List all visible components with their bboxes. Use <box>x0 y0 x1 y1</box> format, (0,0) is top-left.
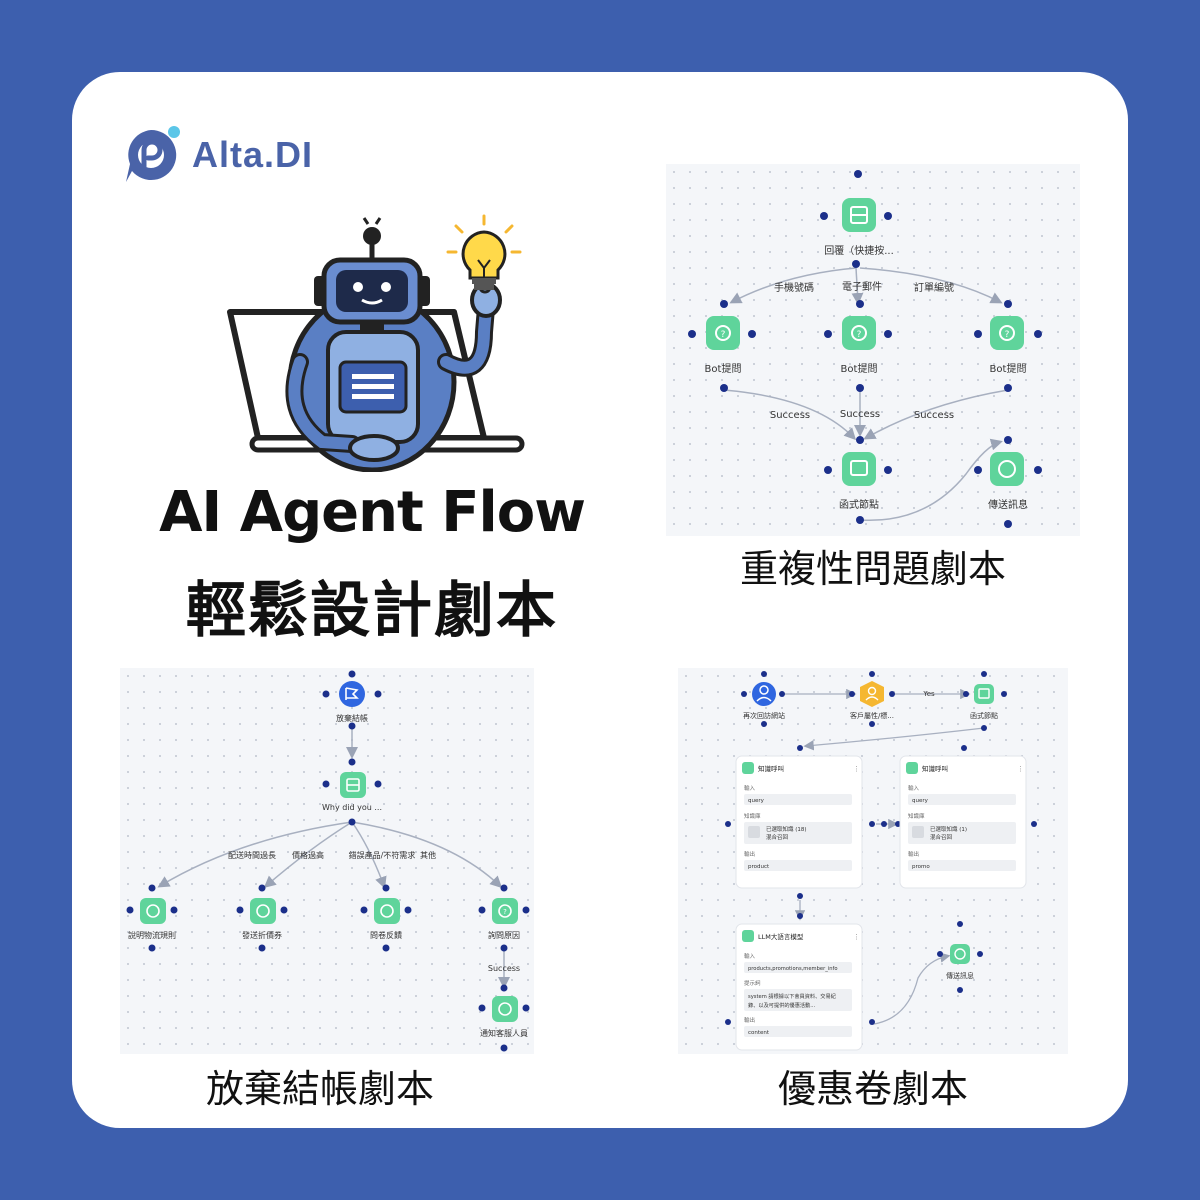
kb-right-input-label: 輸入 <box>908 784 920 792</box>
kb-left-store-sub: 混合召回 <box>766 833 789 841</box>
node-label-bot-2: Bot提問 <box>841 363 878 375</box>
brand-logo-icon <box>126 126 180 182</box>
node-function: 函式節點 <box>970 684 998 720</box>
svg-text:⋮: ⋮ <box>853 933 860 941</box>
llm-output-value: content <box>748 1030 770 1036</box>
node-ask-reason: ? 詢問原因 <box>488 898 520 940</box>
edge-label-high-price: 價格過高 <box>292 850 324 860</box>
kb-left-output-value: product <box>748 864 770 870</box>
llm-output-label: 輸出 <box>744 1016 755 1024</box>
hero-title: AI Agent Flow <box>159 480 586 545</box>
caption-repeat: 重複性問題劇本 <box>739 547 1006 591</box>
llm-card: LLM大語言模型 ⋮ 輸入 products,promotions,member… <box>735 923 863 1051</box>
node-shipping-rules: 說明物流規則 <box>128 898 176 940</box>
node-bot-question-2: ? Bot提問 <box>841 316 878 375</box>
node-label-notify: 通知客服人員 <box>480 1028 528 1038</box>
caption-checkout: 放棄結帳劇本 <box>205 1067 434 1111</box>
node-why-question: Why did you ... <box>322 772 382 812</box>
flow-panel-coupon: 再次回訪網站 客戶屬性/標... Yes 函式節點 知識呼叫 ⋮ 輸入 <box>678 668 1068 1054</box>
node-label-send: 傳送訊息 <box>988 498 1028 511</box>
node-survey-feedback: 問卷反饋 <box>370 898 402 940</box>
kb-left-title: 知識呼叫 <box>758 764 784 773</box>
node-quick-reply: 回覆（快捷按... <box>824 198 894 257</box>
kb-right-store-text: 已選取知識 (1) <box>930 825 967 833</box>
brand-name: Alta.DI <box>192 134 314 175</box>
node-send-message: 傳送訊息 <box>988 452 1028 511</box>
flow-diagram-checkout: 放棄結帳 Why did you ... 配送時間過長 價格過高 錯誤產品/不符… <box>126 670 530 1052</box>
kb-left-input-value: query <box>748 798 765 804</box>
edge-label-success: Success <box>488 964 520 973</box>
caption-coupon: 優惠卷劇本 <box>777 1067 968 1111</box>
flow-panel-repeat: 回覆（快捷按... 手機號碼 電子郵件 訂單編號 ? Bot提問 ? Bot提問… <box>666 164 1080 536</box>
edge-label-phone: 手機號碼 <box>774 281 814 294</box>
edge-label-success-2: Success <box>840 409 880 420</box>
kb-right-input-value: query <box>912 798 929 804</box>
kb-right-store-sub: 混合召回 <box>930 833 953 841</box>
knowledge-card-left: 知識呼叫 ⋮ 輸入 query 知識庫 已選取知識 (18) 混合召回 輸出 p… <box>735 755 863 889</box>
edge-label-success-3: Success <box>914 410 954 421</box>
node-label-revisit: 再次回訪網站 <box>743 711 785 720</box>
kb-left-output-label: 輸出 <box>744 850 755 858</box>
llm-input-label: 輸入 <box>744 952 756 960</box>
node-label-why: Why did you ... <box>322 803 382 812</box>
svg-text:?: ? <box>857 330 862 340</box>
node-label-shipping: 說明物流規則 <box>128 930 176 940</box>
kb-left-store-text: 已選取知識 (18) <box>766 825 807 833</box>
node-label-abandon: 放棄結帳 <box>336 713 368 723</box>
node-label-ask-reason: 詢問原因 <box>488 930 520 940</box>
port-dots <box>688 170 1042 528</box>
edge-label-slow-delivery: 配送時間過長 <box>228 850 276 860</box>
node-label-bot-1: Bot提問 <box>705 363 742 375</box>
svg-text:?: ? <box>721 330 726 340</box>
llm-prompt-line2: 錄、以及可提供的優惠活動... <box>748 1001 816 1009</box>
flow-panel-checkout: 放棄結帳 Why did you ... 配送時間過長 價格過高 錯誤產品/不符… <box>120 668 534 1054</box>
node-customer-attribute: 客戶屬性/標... <box>850 681 894 720</box>
svg-text:⋮: ⋮ <box>1017 765 1024 773</box>
node-label-function: 函式節點 <box>839 498 879 511</box>
node-bot-question-3: ? Bot提問 <box>990 316 1027 375</box>
edge-label-wrong-product: 錯誤產品/不符需求 <box>349 850 416 860</box>
edge-label-other: 其他 <box>420 850 436 860</box>
node-label-send: 傳送訊息 <box>946 971 974 980</box>
llm-prompt-line1: system 請根據以下會員資料、交易紀 <box>748 992 836 1000</box>
llm-input-value: products,promotions,member_info <box>748 966 838 972</box>
llm-prompt-label: 提示詞 <box>744 979 761 987</box>
lightbulb-icon <box>446 214 522 290</box>
kb-right-output-label: 輸出 <box>908 850 919 858</box>
svg-text:?: ? <box>503 908 507 916</box>
hero-subtitle: 輕鬆設計劇本 <box>186 576 558 646</box>
node-send-message: 傳送訊息 <box>946 944 974 980</box>
knowledge-card-right: 知識呼叫 ⋮ 輸入 query 知識庫 已選取知識 (1) 混合召回 輸出 pr… <box>899 755 1027 889</box>
node-abandon-checkout: 放棄結帳 <box>336 681 368 723</box>
kb-left-input-label: 輸入 <box>744 784 756 792</box>
flow-diagram-repeat: 回覆（快捷按... 手機號碼 電子郵件 訂單編號 ? Bot提問 ? Bot提問… <box>688 170 1042 528</box>
edge-label-email: 電子郵件 <box>842 281 882 293</box>
node-label-quick-reply: 回覆（快捷按... <box>824 244 894 257</box>
svg-text:⋮: ⋮ <box>853 765 860 773</box>
edge-label-order: 訂單編號 <box>914 281 954 294</box>
node-revisit-site: 再次回訪網站 <box>743 682 785 720</box>
node-label-survey: 問卷反饋 <box>370 930 402 940</box>
llm-title: LLM大語言模型 <box>758 932 804 941</box>
main-card: Alta.DI <box>72 72 1128 1128</box>
node-notify-agent: 通知客服人員 <box>480 996 528 1038</box>
flow-diagram-coupon: 再次回訪網站 客戶屬性/標... Yes 函式節點 知識呼叫 ⋮ 輸入 <box>725 671 1037 1051</box>
kb-left-store-label: 知識庫 <box>744 812 761 820</box>
kb-right-store-label: 知識庫 <box>908 812 925 820</box>
brand-logo: Alta.DI <box>120 124 313 186</box>
node-label-attribute: 客戶屬性/標... <box>850 711 894 720</box>
robot-illustration <box>227 217 525 472</box>
edge-label-success-1: Success <box>770 410 810 421</box>
kb-right-output-value: promo <box>912 864 930 870</box>
edge-label-yes: Yes <box>922 690 935 698</box>
kb-right-title: 知識呼叫 <box>922 764 948 773</box>
node-label-function: 函式節點 <box>970 711 998 720</box>
node-label-coupon: 發送折價券 <box>242 930 282 940</box>
node-send-coupon: 發送折價券 <box>242 898 282 940</box>
node-function: 函式節點 <box>839 452 879 511</box>
node-bot-question-1: ? Bot提問 <box>705 316 742 375</box>
svg-text:?: ? <box>1005 330 1010 340</box>
node-label-bot-3: Bot提問 <box>990 363 1027 375</box>
